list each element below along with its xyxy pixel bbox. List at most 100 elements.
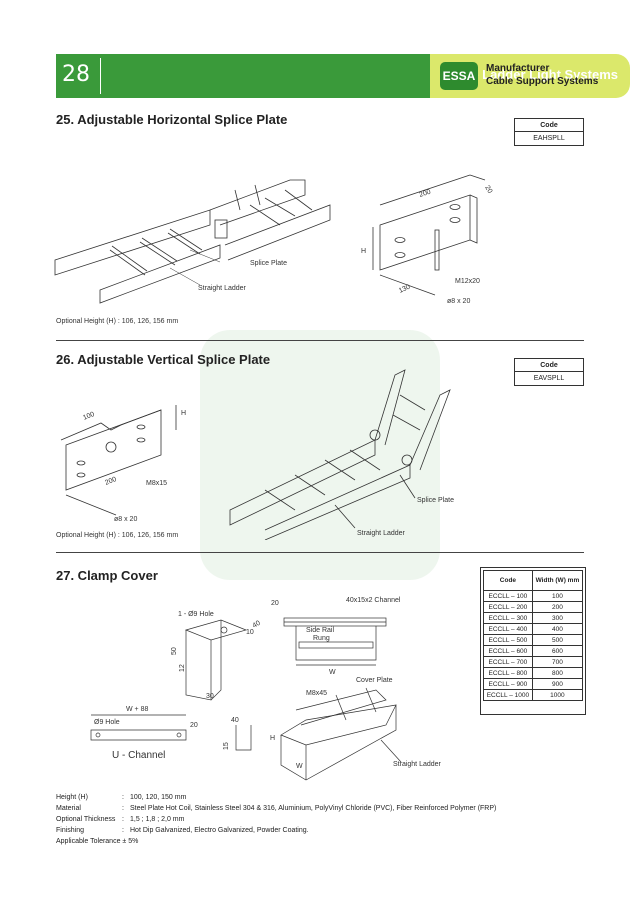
dim-200: 200: [104, 476, 118, 487]
table-header-code: Code: [483, 570, 533, 591]
dim-30: 30: [206, 693, 214, 700]
spec-value: Hot Dip Galvanized, Electro Galvanized, …: [130, 827, 309, 834]
dim-20b: 20: [190, 722, 198, 729]
spec-value: 100, 120, 150 mm: [130, 794, 187, 801]
spec-key: Material: [56, 805, 81, 812]
table-cell-width: 800: [531, 667, 584, 679]
code-label: Code: [515, 359, 583, 372]
spec-row: Finishing:Hot Dip Galvanized, Electro Ga…: [56, 827, 309, 834]
table-cell-code: ECCLL – 900: [483, 678, 533, 690]
dim-10: 10: [246, 629, 254, 636]
dim-100: 100: [82, 411, 96, 422]
dim-40b: 40: [231, 717, 239, 724]
label-w: W: [329, 669, 336, 676]
table-cell-code: ECCLL – 300: [483, 612, 533, 624]
spec-key: Optional Thickness: [56, 816, 116, 823]
tolerance-row: Applicable Tolerance ± 5%: [56, 836, 496, 847]
manufacturer-line2: Cable Support Systems: [486, 76, 599, 87]
manufacturer-line1: Manufacturer: [486, 63, 550, 74]
section-26-title: 26. Adjustable Vertical Splice Plate: [56, 352, 271, 367]
tolerance-text: Applicable Tolerance ± 5%: [56, 838, 139, 845]
code-label: Code: [515, 119, 583, 132]
spec-value: 1,5 ; 1,8 ; 2,0 mm: [130, 816, 185, 823]
specifications: Height (H):100, 120, 150 mm Material:Ste…: [56, 792, 496, 847]
table-cell-code: ECCLL – 500: [483, 634, 533, 646]
spec-row: Material:Steel Plate Hot Coil, Stainless…: [56, 805, 497, 812]
section-26-code-box: Code EAVSPLL: [514, 358, 584, 386]
vertical-splice-plate-detail-drawing: 100 H 200 M8x15 ø8 x 20: [56, 385, 206, 525]
horizontal-splice-ladder-drawing: Splice Plate Straight Ladder: [50, 150, 340, 305]
label-rung: Rung: [313, 635, 330, 642]
spec-key: Height (H): [56, 794, 88, 801]
width-table-frame: [480, 567, 586, 715]
dim-40: 40: [252, 620, 262, 630]
table-cell-width: 700: [531, 656, 584, 668]
label-hole: ø8 x 20: [114, 516, 137, 523]
label-m8x45: M8x45: [306, 690, 327, 697]
code-value: EAVSPLL: [533, 375, 565, 382]
label-splice-plate: Splice Plate: [417, 497, 454, 504]
table-header-width: Width (W) mm: [531, 570, 584, 591]
page-title: Cable Ladder Light Systems: [443, 67, 618, 82]
label-side-rail: Side Rail: [306, 627, 334, 634]
dim-h: H: [361, 248, 366, 255]
label-cover-plate: Cover Plate: [356, 677, 393, 684]
divider-2: [56, 552, 584, 553]
label-bolt: M8x15: [146, 480, 167, 487]
section-25-title: 25. Adjustable Horizontal Splice Plate: [56, 112, 288, 127]
table-cell-width: 500: [531, 634, 584, 646]
dim-20: 20: [271, 600, 279, 607]
label-u-channel: U - Channel: [112, 750, 165, 761]
dim-20: 20: [483, 185, 493, 195]
section-25-note: Optional Height (H) : 106, 126, 156 mm: [56, 318, 179, 325]
spec-key: Finishing: [56, 827, 85, 834]
table-cell-code: ECCLL – 600: [483, 645, 533, 657]
table-cell-width: 200: [531, 601, 584, 613]
label-hole9: Ø9 Hole: [94, 719, 120, 726]
divider-1: [56, 340, 584, 341]
table-cell-code: ECCLL – 700: [483, 656, 533, 668]
table-cell-code: ECCLL – 800: [483, 667, 533, 679]
table-cell-code: ECCLL – 1000: [483, 689, 533, 701]
table-cell-width: 300: [531, 612, 584, 624]
essa-watermark: [200, 330, 440, 580]
page-header: 28 Cable Ladder Light Systems ESSA Manuf…: [56, 54, 630, 98]
label-hole1: 1 - Ø9 Hole: [178, 611, 214, 618]
spec-row: Optional Thickness:1,5 ; 1,8 ; 2,0 mm: [56, 816, 185, 823]
essa-logo: ESSA: [440, 62, 478, 90]
table-cell-code: ECCLL – 400: [483, 623, 533, 635]
code-value: EAHSPLL: [533, 135, 565, 142]
table-cell-width: 900: [531, 678, 584, 690]
spec-value: Steel Plate Hot Coil, Stainless Steel 30…: [130, 805, 497, 812]
section-27-title: 27. Clamp Cover: [56, 568, 158, 583]
label-w88: W + 88: [126, 706, 148, 713]
table-cell-code: ECCLL – 200: [483, 601, 533, 613]
vertical-splice-ladder-drawing: Splice Plate Straight Ladder: [225, 360, 485, 541]
table-cell-width: 1000: [531, 689, 584, 701]
table-cell-code: ECCLL – 100: [483, 590, 533, 602]
clamp-cover-drawing: 1 - Ø9 Hole 40 10 50 12 30 20 40x15x2 Ch…: [56, 590, 476, 785]
label-straight-ladder: Straight Ladder: [357, 530, 406, 537]
label-hole: ø8 x 20: [447, 298, 470, 305]
section-25-code-box: Code EAHSPLL: [514, 118, 584, 146]
table-cell-width: 100: [531, 590, 584, 602]
label-splice-plate: Splice Plate: [250, 260, 287, 267]
label-h: H: [270, 735, 275, 742]
dim-50: 50: [171, 647, 178, 655]
header-divider: [100, 58, 101, 94]
dim-h: H: [181, 410, 186, 417]
dim-15: 15: [223, 742, 230, 750]
dim-12: 12: [179, 664, 186, 672]
section-26-note: Optional Height (H) : 106, 126, 156 mm: [56, 532, 179, 539]
